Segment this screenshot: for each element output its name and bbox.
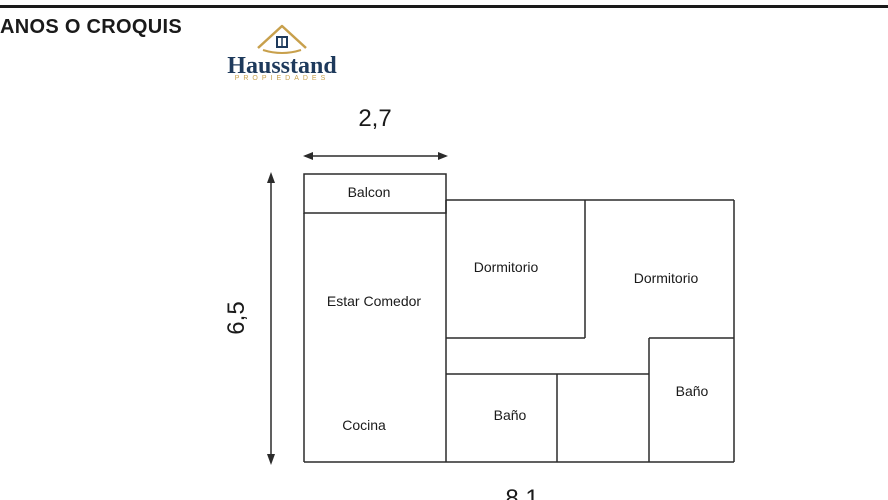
brand-subtitle: PROPIEDADES	[234, 75, 330, 82]
page-title: ANOS O CROQUIS	[0, 16, 182, 38]
wall-balcon	[303, 173, 447, 214]
dimension-height-left	[267, 172, 275, 465]
brand-name: Hausstand	[227, 53, 337, 79]
room-label-balcon: Balcon	[348, 184, 391, 200]
room-label-dormitorio-2: Dormitorio	[634, 270, 699, 286]
top-rule	[0, 5, 888, 8]
dimension-label-top: 2,7	[358, 105, 391, 132]
dimension-label-bottom: 8,1	[505, 485, 538, 500]
room-label-bano-1: Baño	[494, 407, 527, 423]
room-label-bano-2: Baño	[676, 383, 709, 399]
room-label-estar-comedor: Estar Comedor	[327, 293, 421, 309]
room-label-cocina: Cocina	[342, 417, 386, 433]
house-icon	[257, 24, 307, 54]
room-label-dormitorio-1: Dormitorio	[474, 259, 539, 275]
dimension-label-left: 6,5	[223, 301, 250, 334]
dimension-width-top	[303, 152, 448, 160]
brand-logo: Hausstand PROPIEDADES	[220, 20, 344, 84]
walls	[303, 173, 735, 463]
